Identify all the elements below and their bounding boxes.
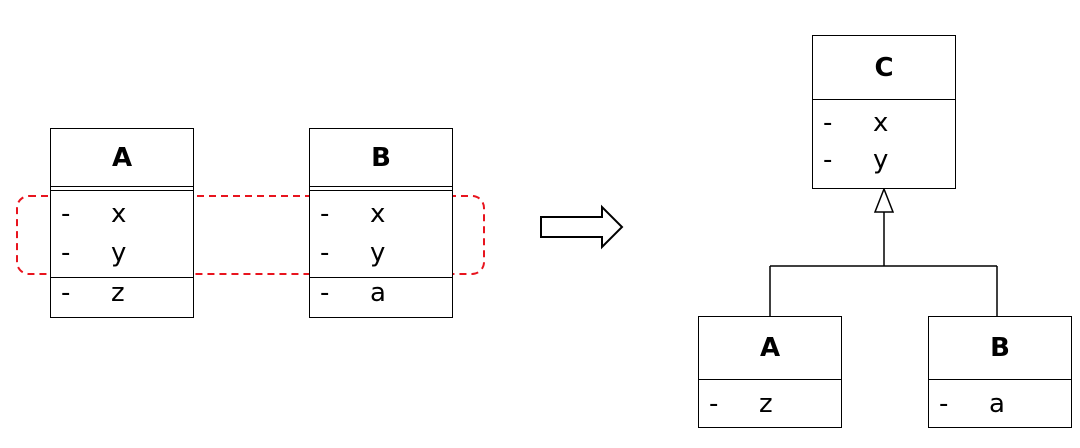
attribute-name: a xyxy=(370,278,386,308)
attribute-name: z xyxy=(111,278,125,308)
attribute-row: - x xyxy=(310,196,452,232)
class-a-after: A - z xyxy=(698,316,842,428)
attribute-row: - a xyxy=(310,275,452,311)
visibility-marker: - xyxy=(709,389,719,419)
attribute-row: - y xyxy=(813,142,955,178)
visibility-marker: - xyxy=(823,108,833,138)
attribute-row: - y xyxy=(51,235,193,271)
refactor-arrow xyxy=(540,204,624,250)
class-name: A xyxy=(111,142,133,173)
class-name: A xyxy=(759,333,781,363)
visibility-marker: - xyxy=(61,238,71,268)
class-b-after: B - a xyxy=(928,316,1072,428)
class-b-before: B - x - y - a xyxy=(309,128,453,318)
class-name: C xyxy=(874,52,894,83)
attribute-row: - x xyxy=(813,105,955,141)
class-a-before: A - x - y - z xyxy=(50,128,194,318)
attribute-name: a xyxy=(989,389,1005,419)
common-attributes-highlight xyxy=(16,195,485,275)
inheritance-connector xyxy=(769,212,998,318)
visibility-marker: - xyxy=(320,199,330,229)
class-name: B xyxy=(990,333,1010,363)
class-name: B xyxy=(371,142,391,173)
attribute-name: y xyxy=(370,238,386,268)
attribute-name: x xyxy=(111,199,127,229)
attribute-name: x xyxy=(873,108,889,138)
visibility-marker: - xyxy=(823,145,833,175)
attribute-name: y xyxy=(873,145,889,175)
visibility-marker: - xyxy=(320,278,330,308)
class-c-after: C - x - y xyxy=(812,35,956,189)
attribute-row: - a xyxy=(929,386,1071,422)
attribute-row: - x xyxy=(51,196,193,232)
attribute-name: y xyxy=(111,238,127,268)
attribute-row: - y xyxy=(310,235,452,271)
inheritance-arrowhead xyxy=(873,186,895,213)
attribute-name: z xyxy=(759,389,773,419)
visibility-marker: - xyxy=(939,389,949,419)
attribute-row: - z xyxy=(699,386,841,422)
attribute-name: x xyxy=(370,199,386,229)
attribute-row: - z xyxy=(51,275,193,311)
visibility-marker: - xyxy=(61,199,71,229)
visibility-marker: - xyxy=(320,238,330,268)
visibility-marker: - xyxy=(61,278,71,308)
